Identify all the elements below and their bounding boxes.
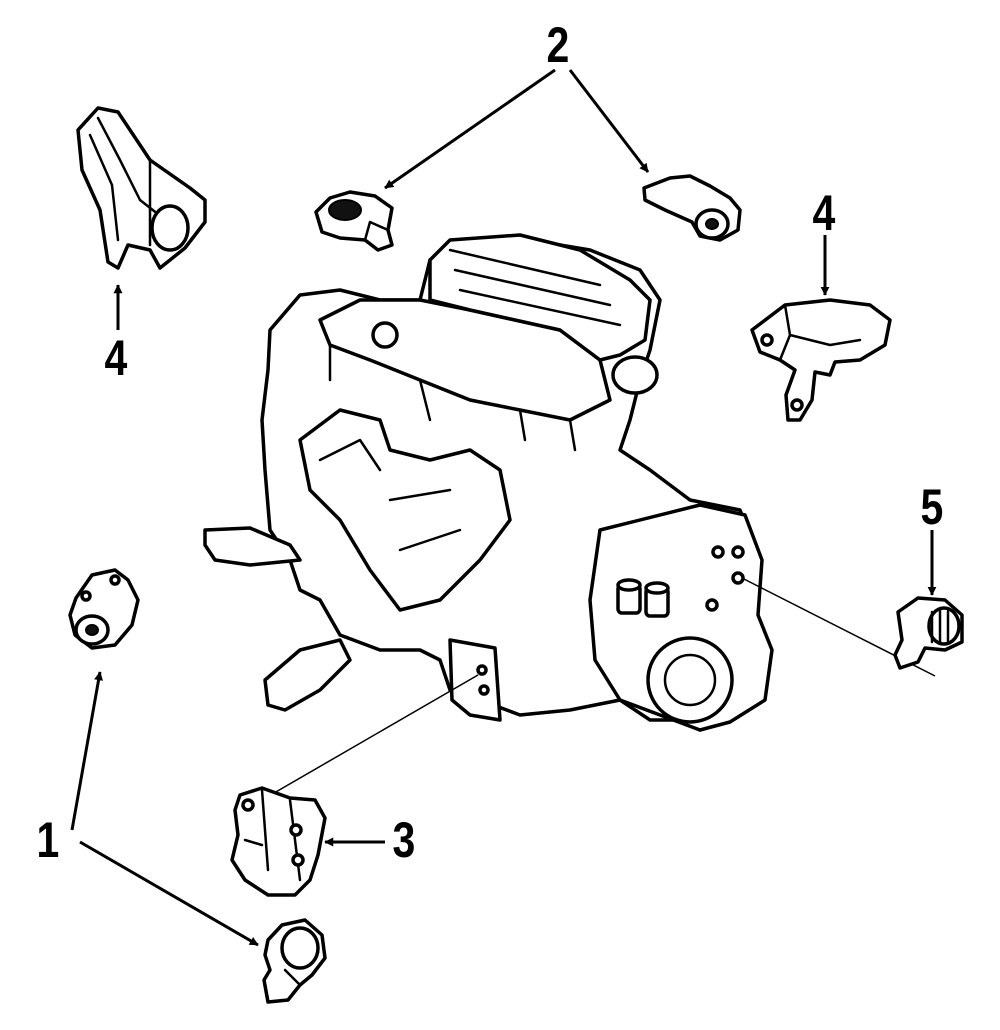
callout-label-4-left: 4	[104, 330, 128, 386]
mount-4-right-part	[750, 298, 892, 422]
mount-3-part	[230, 786, 327, 897]
mount-5-part	[893, 596, 964, 670]
callout-label-2: 2	[546, 17, 570, 73]
callout-arrows	[70, 68, 937, 947]
callout-label-1: 1	[36, 812, 60, 868]
engine-assembly	[203, 233, 936, 801]
mount-2-left-part	[314, 190, 394, 252]
mount-2-right-part	[642, 174, 742, 242]
callout-label-3: 3	[392, 812, 416, 868]
mount-1-lower-part	[262, 918, 327, 1004]
callout-label-4-right: 4	[812, 185, 836, 241]
callout-label-5: 5	[920, 479, 944, 535]
mount-1-upper-part	[68, 568, 140, 650]
mount-4-left-part	[76, 106, 207, 270]
